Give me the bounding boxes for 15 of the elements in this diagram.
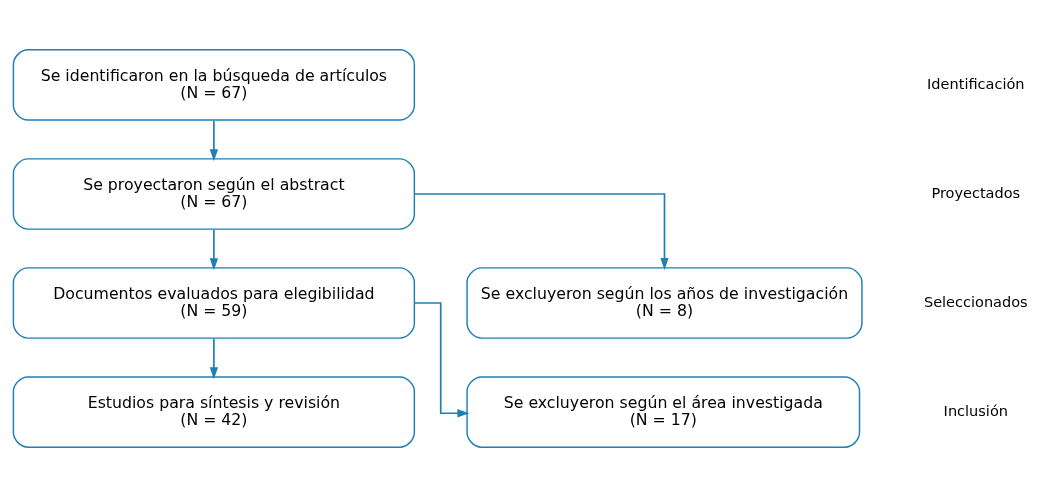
node-box: Se proyectaron según el abstract (N = 67) xyxy=(12,158,416,230)
arrow xyxy=(413,193,669,270)
label: Inclusión xyxy=(943,402,1008,419)
node-box: Documentos evaluados para elegibilidad (N = 59) xyxy=(12,267,416,339)
node-box: Se excluyeron según los años de investigación (N = 8) xyxy=(466,267,863,339)
node-box: Se excluyeron según el área investigada (N = 17) xyxy=(466,376,861,448)
label: Identificación xyxy=(927,75,1025,92)
arrow xyxy=(413,302,470,418)
label: Proyectados xyxy=(931,184,1021,201)
arrow xyxy=(209,119,219,162)
arrow xyxy=(209,337,219,380)
arrow xyxy=(209,228,219,271)
label: Seleccionados xyxy=(923,293,1028,310)
node-box: Se identificaron en la búsqueda de artículos (N = 67) xyxy=(12,49,416,121)
node-box: Estudios para síntesis y revisión (N = 42) xyxy=(12,376,416,448)
